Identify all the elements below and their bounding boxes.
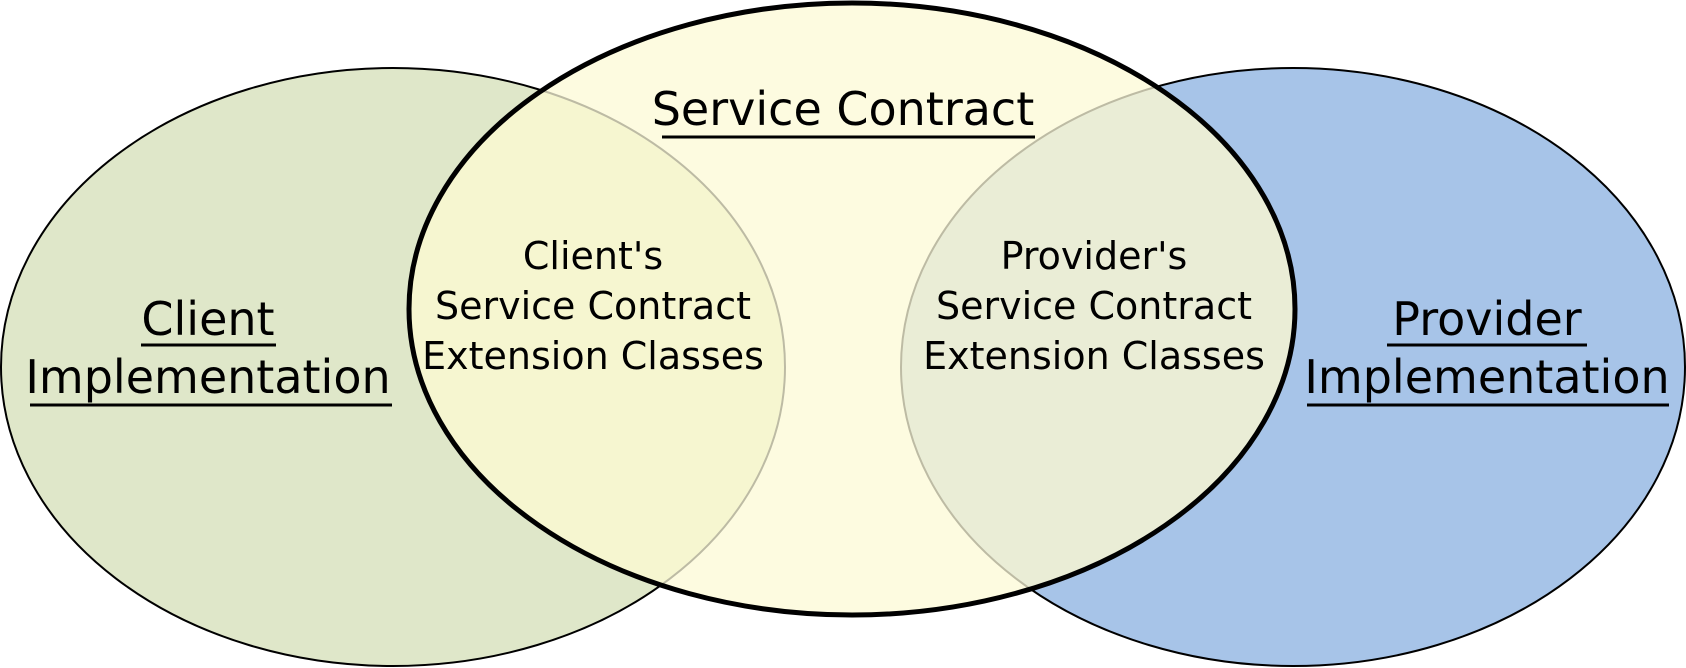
client-extension-line3: Extension Classes (422, 334, 764, 378)
client-extension-line2: Service Contract (435, 284, 751, 328)
provider-title-line2: Implementation (1304, 350, 1669, 404)
service-contract-border (406, 0, 1298, 618)
client-title-line1: Client (141, 292, 274, 346)
provider-title-line1: Provider (1392, 292, 1581, 346)
provider-extension-line2: Service Contract (936, 284, 1252, 328)
client-overlap-region (409, 67, 786, 615)
provider-extension-line3: Extension Classes (923, 334, 1265, 378)
client-title-line2: Implementation (25, 350, 390, 404)
provider-extension-line1: Provider's (1001, 234, 1188, 278)
client-extension-line1: Client's (523, 234, 663, 278)
service-contract-title: Service Contract (652, 82, 1035, 136)
